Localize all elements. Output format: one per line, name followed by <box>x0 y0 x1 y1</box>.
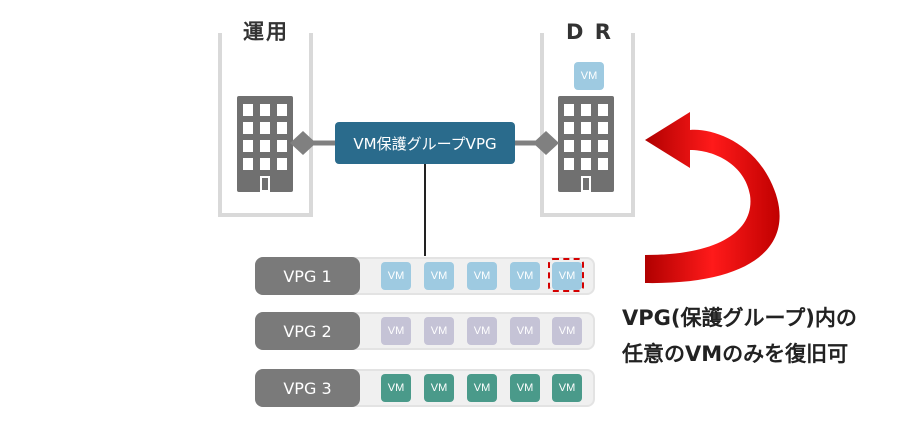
dr-site-title: D R <box>560 20 619 44</box>
dr-vm-icon: VM <box>574 62 604 90</box>
vpg2-vm-4: VM <box>510 317 540 345</box>
primary-building-icon <box>237 96 293 192</box>
vpg2-vm-2: VM <box>424 317 454 345</box>
caption: VPG(保護グループ)内の 任意のVMのみを復旧可 <box>622 300 857 372</box>
right-connector-diamond-icon <box>533 131 559 155</box>
return-arrow-icon <box>645 112 780 284</box>
vpg-box: VM保護グループVPG <box>335 122 515 164</box>
vpg3-vm-1: VM <box>381 374 411 402</box>
vpg2-vm-3: VM <box>467 317 497 345</box>
primary-site-frame <box>218 33 313 217</box>
caption-line-2: 任意のVMのみを復旧可 <box>622 342 849 366</box>
left-connector-diamond-icon <box>290 131 316 155</box>
vpg2-vm-1: VM <box>381 317 411 345</box>
vpg-row-1-label: VPG 1 <box>255 257 360 295</box>
vpg1-vm-1: VM <box>381 262 411 290</box>
vpg1-vm-highlight <box>548 258 584 292</box>
caption-line-1: VPG(保護グループ)内の <box>622 306 857 330</box>
dr-building-icon <box>558 96 614 192</box>
vpg3-vm-5: VM <box>552 374 582 402</box>
vpg3-vm-2: VM <box>424 374 454 402</box>
primary-site-title: 運用 <box>237 20 295 44</box>
vpg1-vm-2: VM <box>424 262 454 290</box>
vpg1-vm-3: VM <box>467 262 497 290</box>
vpg1-vm-5: VM <box>552 262 582 290</box>
vpg1-vm-4: VM <box>510 262 540 290</box>
dr-site-frame <box>540 33 635 217</box>
vpg-row-3-label: VPG 3 <box>255 369 360 407</box>
vpg3-vm-4: VM <box>510 374 540 402</box>
vpg2-vm-5: VM <box>552 317 582 345</box>
vpg-row-2-label: VPG 2 <box>255 312 360 350</box>
vpg3-vm-3: VM <box>467 374 497 402</box>
